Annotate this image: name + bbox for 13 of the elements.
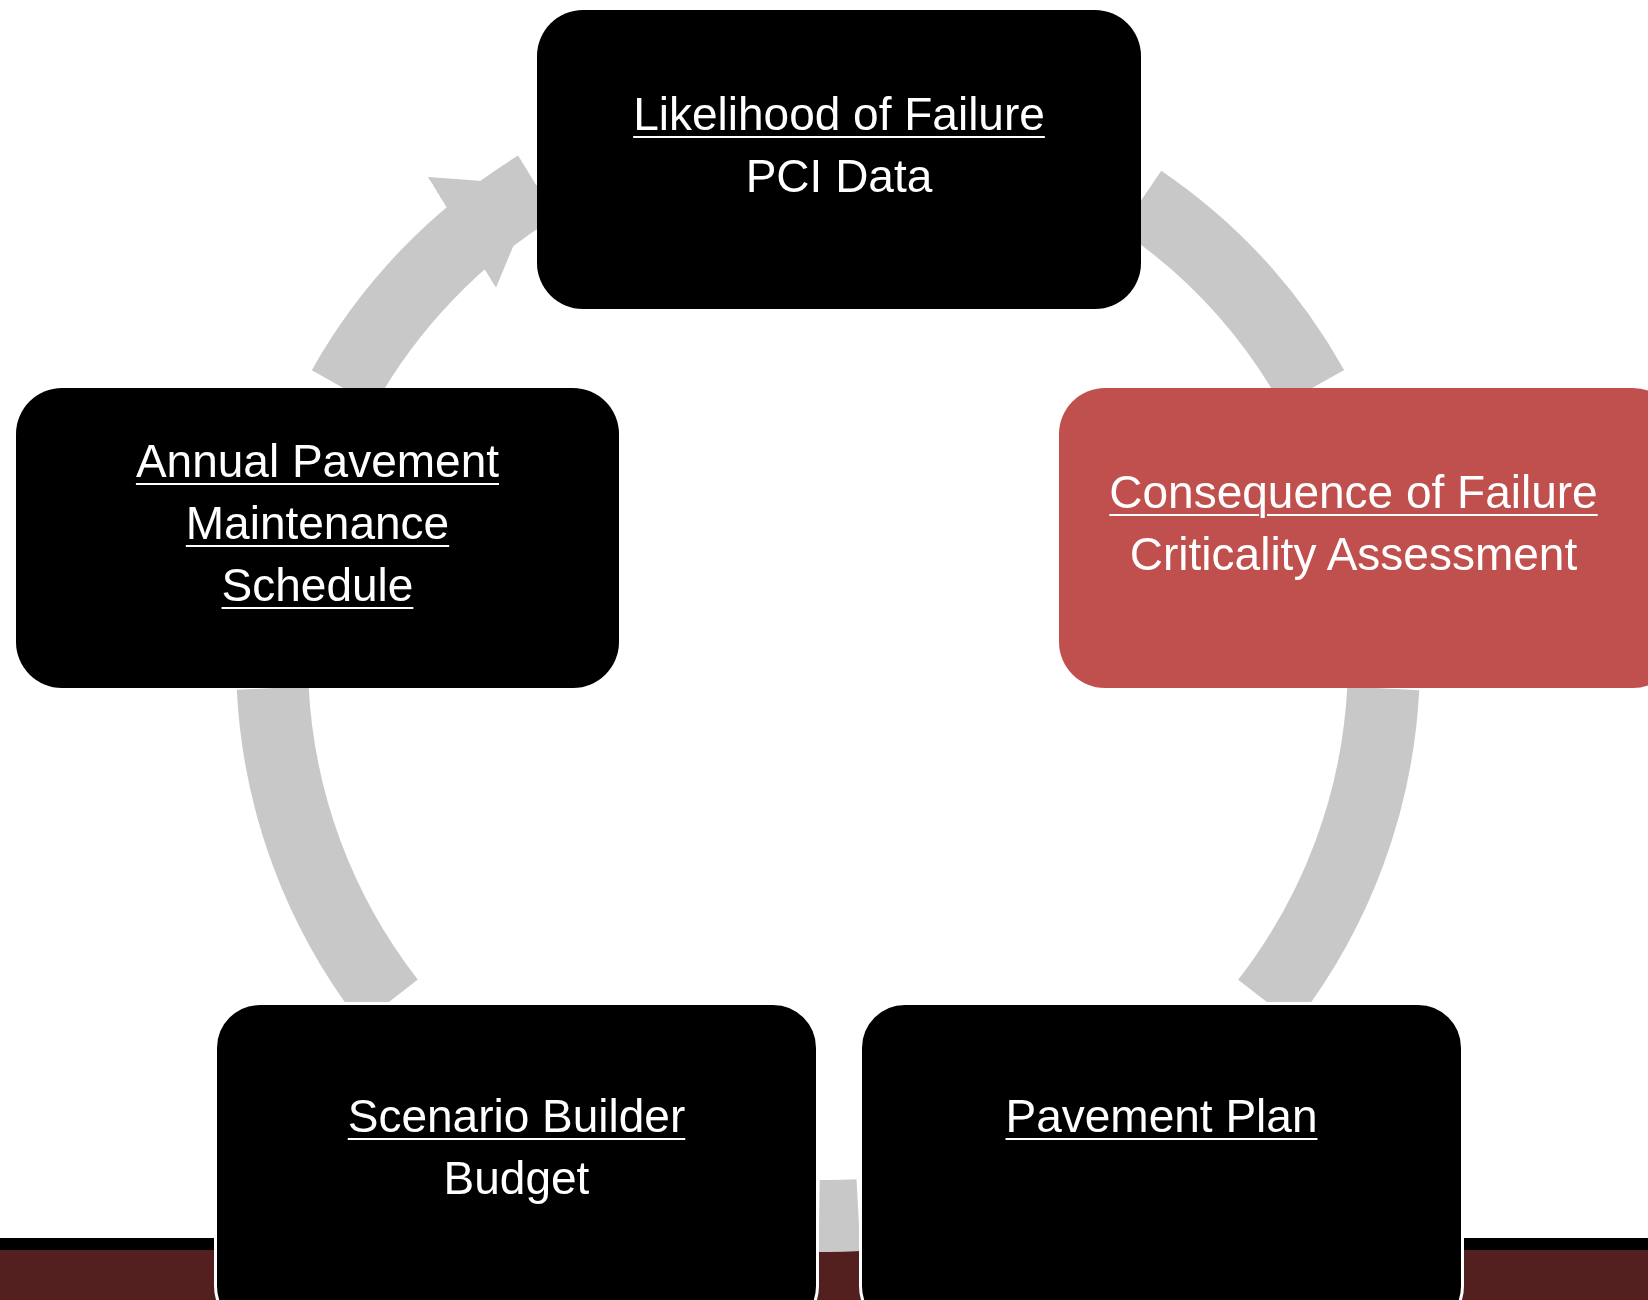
box-heading: Pavement Plan [1005, 1089, 1318, 1144]
box-subtitle: PCI Data [745, 148, 933, 204]
box-heading: Consequence of Failure [1109, 465, 1598, 520]
box-heading: Likelihood of Failure [633, 86, 1045, 142]
process-box [859, 1002, 1464, 1300]
box-heading: Scenario Builder [347, 1089, 686, 1144]
process-box [1059, 388, 1648, 688]
box-heading: Annual Pavement Maintenance Schedule [134, 434, 501, 613]
box-subtitle: Budget [443, 1151, 590, 1206]
process-box [214, 1002, 819, 1300]
box-subtitle: Criticality Assessment [1129, 527, 1578, 582]
process-box [16, 388, 619, 688]
process-box [537, 10, 1141, 309]
